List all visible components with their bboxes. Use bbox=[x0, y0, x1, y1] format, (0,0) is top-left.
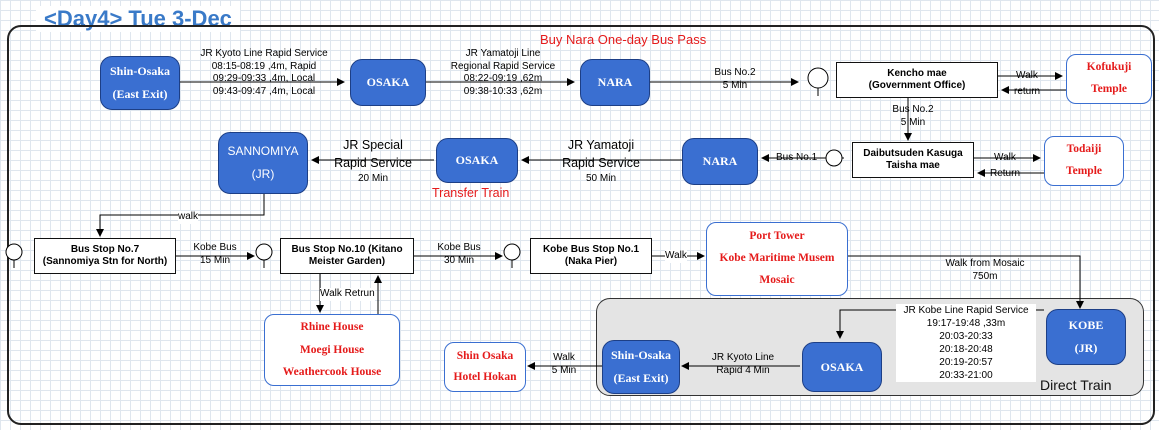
stop-name: Daibutsuden Kasuga bbox=[863, 147, 963, 159]
bus-stop-marker-daibutsuden bbox=[825, 149, 843, 167]
station-name: OSAKA bbox=[366, 75, 410, 90]
route-walk-mosaic: Walk from Mosaic 750m bbox=[945, 258, 1025, 282]
stop-name: Kobe Bus Stop No.1 bbox=[542, 243, 640, 255]
hotel-name-2: Hotel Hokan bbox=[453, 371, 517, 383]
station-osaka-2: OSAKA bbox=[436, 138, 518, 183]
route-walk-kofukuji: Walk bbox=[1016, 70, 1038, 81]
stop-sub: Meister Garden) bbox=[308, 256, 386, 267]
station-name: NARA bbox=[597, 75, 633, 90]
station-sannomiya: SANNOMIYA (JR) bbox=[218, 132, 308, 194]
attraction-todaiji: Todaiji Temple bbox=[1044, 136, 1124, 186]
stop-sub: (Sannomiya Stn for North) bbox=[42, 256, 168, 267]
station-shin-osaka-start: Shin-Osaka (East Exit) bbox=[100, 56, 180, 110]
route-jr-yamatoji-line: JR Yamatoji Line Regional Rapid Service … bbox=[450, 48, 556, 97]
station-name: OSAKA bbox=[820, 359, 864, 374]
route-walk-sannomiya: walk bbox=[178, 211, 199, 224]
route-kobe-bus-1: Kobe Bus 15 Min bbox=[193, 242, 237, 266]
station-name: KOBE bbox=[1068, 318, 1104, 333]
station-name: SANNOMIYA bbox=[227, 144, 299, 159]
stop-name: Bus Stop No.10 (Kitano bbox=[291, 243, 403, 255]
stop-daibutsuden: Daibutsuden Kasuga Taisha mae bbox=[852, 142, 974, 178]
station-exit: (East Exit) bbox=[613, 371, 669, 385]
station-nara-1: NARA bbox=[580, 59, 650, 106]
route-return-kofukuji: return bbox=[1014, 86, 1041, 97]
route-bus-no2-b: Bus No.2 5 Min bbox=[892, 104, 934, 128]
station-osaka-1: OSAKA bbox=[350, 59, 426, 106]
stop-name: Kencho mae bbox=[887, 67, 947, 79]
stop-name: Bus Stop No.7 bbox=[70, 243, 140, 255]
bus-stop-marker-10 bbox=[255, 243, 273, 261]
station-shin-osaka-end: Shin-Osaka (East Exit) bbox=[602, 340, 680, 394]
attraction-weathercook-house: Weathercook House bbox=[282, 366, 382, 379]
route-bus-no2-a: Bus No.2 5 Min bbox=[714, 67, 756, 91]
station-osaka-3: OSAKA bbox=[802, 342, 882, 392]
station-name: Shin-Osaka bbox=[610, 348, 672, 363]
route-return-todaiji: Return bbox=[990, 168, 1021, 179]
stop-bus-stop-10: Bus Stop No.10 (Kitano Meister Garden) bbox=[280, 238, 414, 274]
attraction-name: Kofukuji bbox=[1086, 61, 1132, 74]
route-jr-kobe-line: JR Kobe Line Rapid Service 19:17-19:48 ,… bbox=[896, 304, 1036, 382]
route-walk-naka: Walk bbox=[665, 250, 687, 263]
route-jr-kyoto-line: JR Kyoto Line Rapid Service 08:15-08:19 … bbox=[200, 48, 328, 97]
attraction-port-tower: Port Tower bbox=[749, 230, 805, 243]
direct-train-label: Direct Train bbox=[1040, 377, 1112, 393]
attraction-port-area: Port Tower Kobe Maritime Musem Mosaic bbox=[706, 222, 848, 296]
attraction-kofukuji: Kofukuji Temple bbox=[1066, 54, 1152, 104]
route-bus-no1: Bus No.1 bbox=[776, 152, 818, 163]
station-sub: (JR) bbox=[1074, 341, 1098, 355]
stop-kencho-mae: Kencho mae (Government Office) bbox=[836, 62, 998, 98]
route-walk-todaiji: Walk bbox=[994, 152, 1016, 163]
stop-sub: (Government Office) bbox=[868, 80, 966, 91]
attraction-sub: Temple bbox=[1066, 165, 1102, 177]
stop-sub: Taisha mae bbox=[886, 160, 940, 171]
route-yamatoji-back: JR Yamatoji Rapid Service 50 Min bbox=[562, 138, 640, 185]
attraction-name: Todaiji bbox=[1066, 143, 1102, 156]
bus-pass-banner: Buy Nara One-day Bus Pass bbox=[540, 32, 707, 47]
attraction-kitano: Rhine House Moegi House Weathercook Hous… bbox=[264, 314, 400, 386]
bus-stop-marker-1 bbox=[503, 243, 521, 261]
route-kobe-bus-2: Kobe Bus 30 Min bbox=[437, 242, 481, 266]
attraction-hotel: Shin Osaka Hotel Hokan bbox=[444, 342, 526, 392]
route-walk-hotel: Walk 5 Min bbox=[551, 352, 577, 376]
day-title: <Day4> Tue 3-Dec bbox=[36, 6, 240, 32]
attraction-maritime-museum: Kobe Maritime Musem bbox=[719, 252, 835, 265]
stop-kobe-bus-stop-1: Kobe Bus Stop No.1 (Naka Pier) bbox=[530, 238, 652, 274]
route-jr-kyoto-back: JR Kyoto Line Rapid 4 Min bbox=[711, 352, 775, 376]
attraction-sub: Temple bbox=[1091, 83, 1127, 95]
attraction-rhine-house: Rhine House bbox=[300, 321, 364, 334]
attraction-mosaic: Mosaic bbox=[759, 273, 795, 286]
station-nara-2: NARA bbox=[682, 138, 758, 185]
bus-stop-marker-kencho bbox=[807, 67, 829, 89]
transfer-train-note: Transfer Train bbox=[432, 186, 510, 200]
station-exit: (East Exit) bbox=[112, 87, 168, 101]
station-name: OSAKA bbox=[455, 153, 499, 168]
itinerary-frame bbox=[7, 25, 1155, 425]
route-jr-special: JR Special Rapid Service 20 Min bbox=[334, 138, 412, 185]
bus-stop-marker-7 bbox=[5, 243, 23, 261]
stop-sub: (Naka Pier) bbox=[564, 256, 618, 267]
connector-mosaic-kobe bbox=[848, 255, 1084, 309]
station-name: Shin-Osaka bbox=[109, 64, 171, 79]
hotel-name-1: Shin Osaka bbox=[456, 350, 514, 363]
route-walk-retrun: Walk Retrun bbox=[320, 288, 375, 301]
stop-bus-stop-7: Bus Stop No.7 (Sannomiya Stn for North) bbox=[34, 238, 176, 274]
station-kobe-jr: KOBE (JR) bbox=[1046, 309, 1126, 365]
station-sub: (JR) bbox=[251, 167, 275, 181]
attraction-moegi-house: Moegi House bbox=[299, 343, 365, 356]
station-name: NARA bbox=[702, 154, 738, 169]
